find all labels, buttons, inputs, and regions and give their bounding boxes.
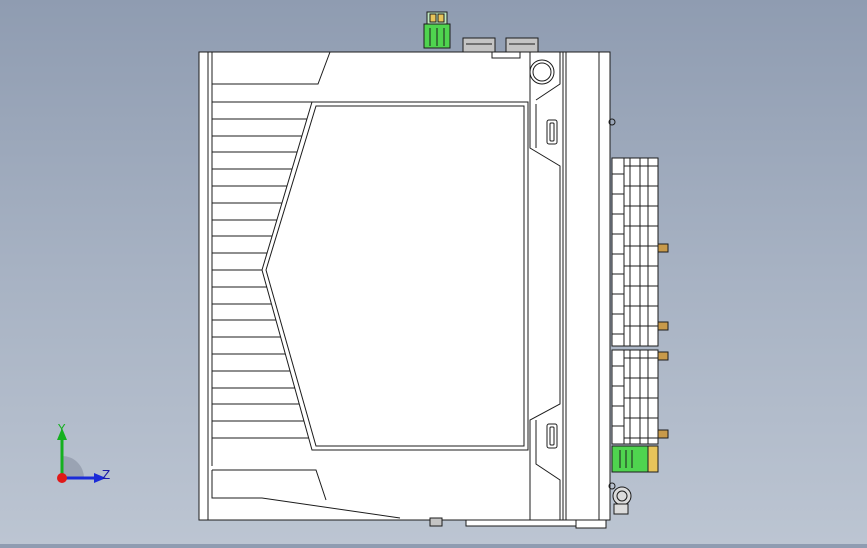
z-axis-arrow [94,473,106,483]
y-axis-label: Y [58,422,66,436]
cooling-fins [211,90,312,466]
terminal-pins [657,243,669,439]
side-screws [608,118,632,515]
top-gray-port-2 [505,37,539,53]
front-label-panel [261,101,529,451]
axis-triad: Y Z [40,420,130,500]
bottom-feet [429,517,607,529]
top-green-connector [423,11,451,49]
terminal-block-upper [611,157,659,347]
z-axis-label: Z [102,468,111,482]
x-axis-origin [57,473,67,483]
latch-contour [529,52,561,520]
terminal-block-lower [611,349,659,445]
top-gray-port-1 [462,37,496,53]
y-axis-arrow [57,428,67,440]
axis-arc [62,456,84,478]
side-green-connector [611,445,659,473]
axis-triad-graphic [57,428,106,483]
